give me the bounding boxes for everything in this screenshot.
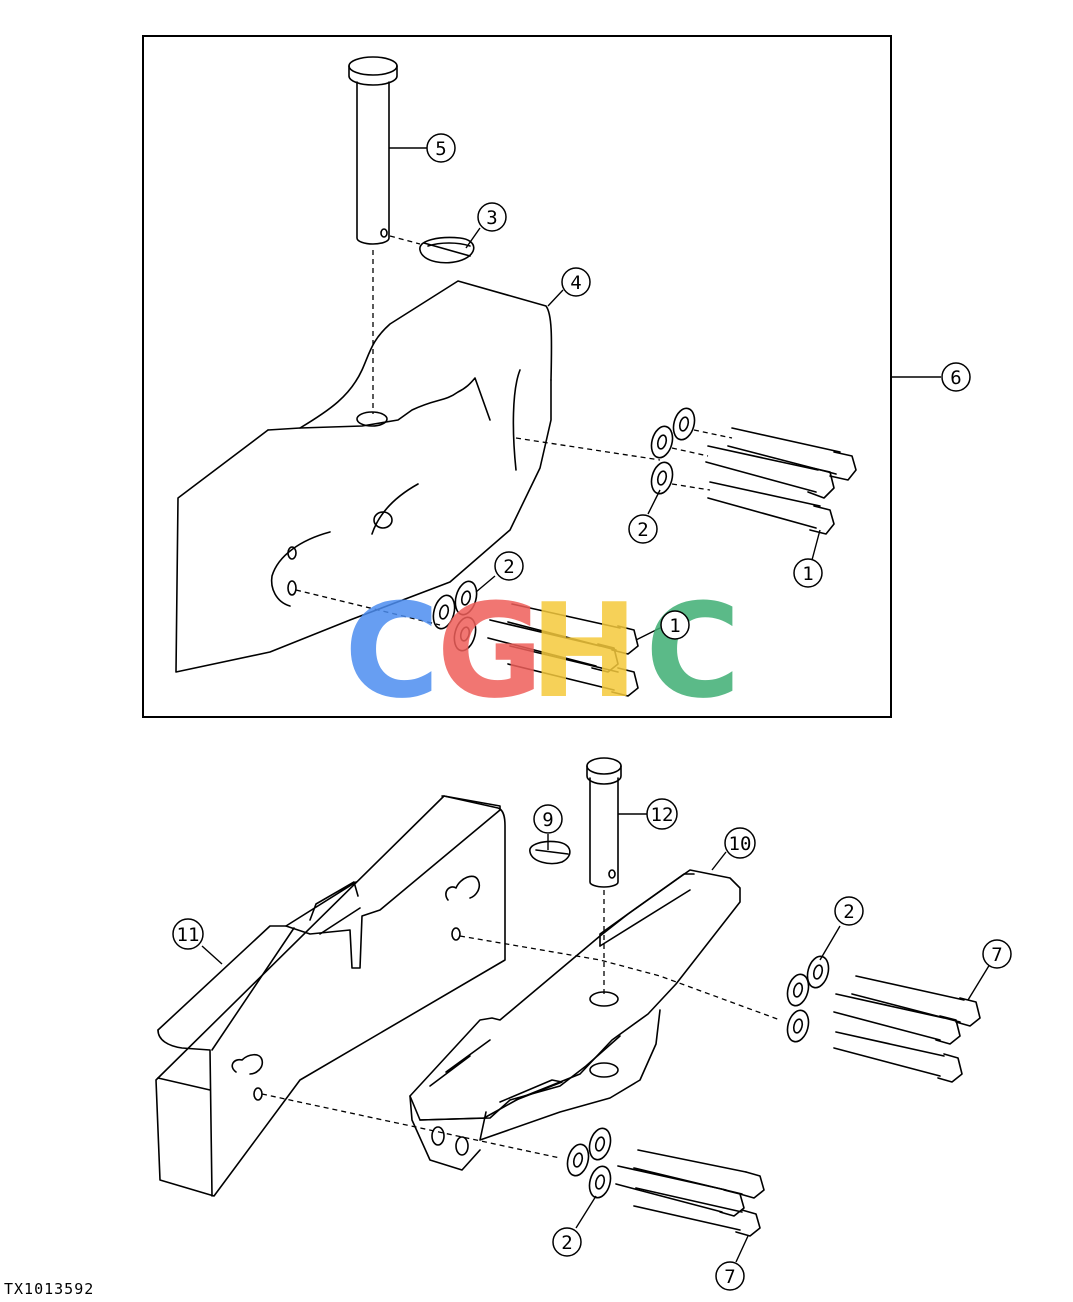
svg-text:1: 1 [669, 615, 680, 637]
svg-text:11: 11 [177, 924, 200, 946]
watermark-letter-c: C [645, 575, 740, 727]
svg-text:9: 9 [542, 809, 553, 831]
callout-7: 7 [982, 939, 1012, 969]
svg-text:10: 10 [729, 833, 752, 855]
weight-block-part-4 [175, 280, 553, 673]
callout-4: 4 [561, 267, 591, 297]
callout-12: 12 [646, 798, 678, 830]
bolt-set-upper-right [650, 407, 857, 535]
callout-3: 3 [477, 202, 507, 232]
callout-5: 5 [426, 133, 456, 163]
callout-1: 1 [793, 558, 823, 588]
svg-text:2: 2 [637, 519, 648, 541]
weight-block-part-11 [155, 795, 506, 1197]
svg-text:6: 6 [950, 367, 961, 389]
callout-2: 2 [552, 1227, 582, 1257]
bolt-set-bottom-right [786, 955, 981, 1083]
watermark-letter-g: G [437, 575, 544, 727]
pin-part-5 [348, 56, 398, 245]
bolt-set-bottom [566, 1127, 765, 1237]
svg-text:2: 2 [843, 901, 854, 923]
callout-7: 7 [715, 1261, 745, 1291]
reference-code: TX1013592 [4, 1280, 95, 1298]
watermark-letter-c: C [344, 575, 439, 727]
svg-text:4: 4 [570, 272, 581, 294]
callout-10: 10 [724, 827, 756, 859]
callout-9: 9 [533, 804, 563, 834]
callout-6: 6 [941, 362, 971, 392]
callout-2: 2 [628, 514, 658, 544]
lock-pin-part-9 [529, 840, 571, 865]
bolt-set-lower [432, 580, 639, 697]
svg-text:2: 2 [561, 1232, 572, 1254]
svg-text:5: 5 [435, 138, 446, 160]
hitch-bracket-part-10 [409, 869, 741, 1171]
watermark-letter-h: H [530, 575, 639, 727]
lock-pin-part-3 [419, 236, 475, 264]
callout-11: 11 [172, 918, 204, 950]
svg-text:1: 1 [802, 563, 813, 585]
svg-text:12: 12 [651, 804, 674, 826]
svg-text:7: 7 [724, 1266, 735, 1288]
pin-part-12 [586, 757, 622, 888]
svg-text:3: 3 [486, 207, 497, 229]
callout-2: 2 [834, 896, 864, 926]
callout-2: 2 [494, 551, 524, 581]
svg-text:2: 2 [503, 556, 514, 578]
svg-text:7: 7 [991, 944, 1002, 966]
callout-1: 1 [660, 610, 690, 640]
